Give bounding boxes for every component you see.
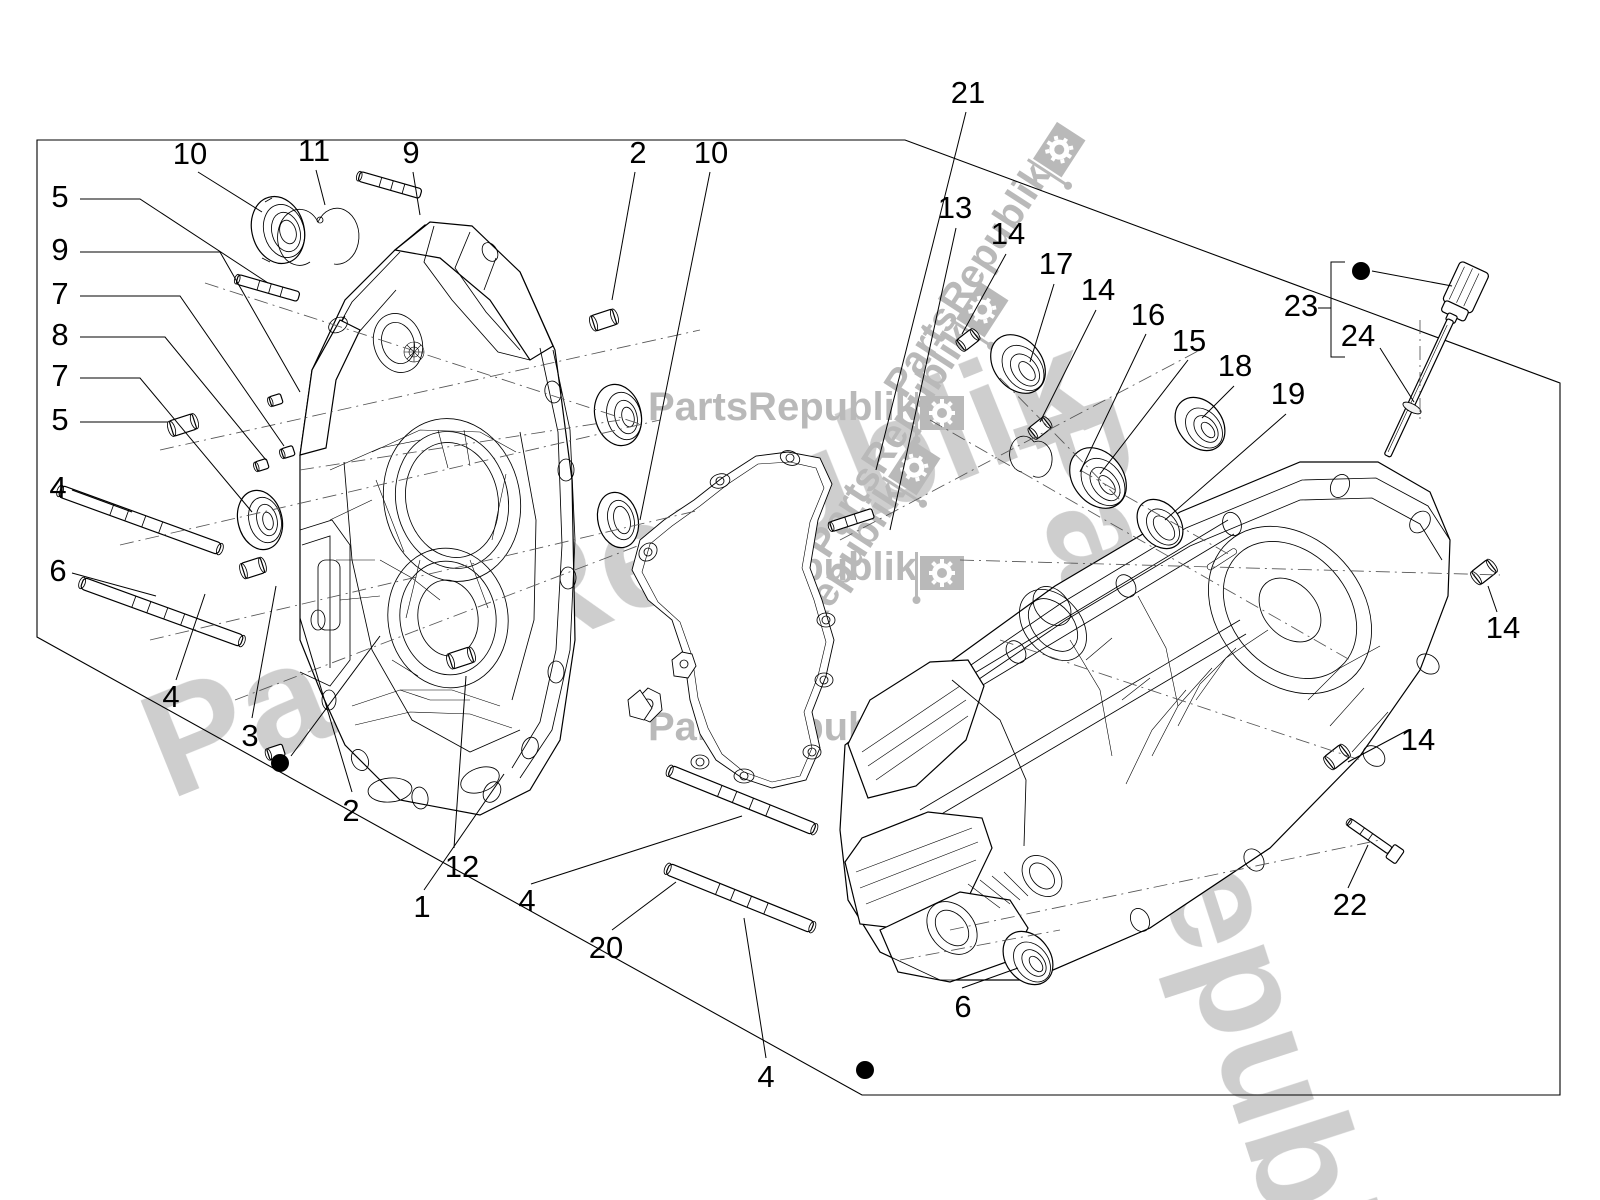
callout-9-b: 9	[51, 232, 68, 267]
callout-20: 20	[589, 930, 623, 965]
callout-14-b: 14	[1081, 272, 1115, 307]
callout-4-c: 4	[518, 883, 535, 918]
bearing-2-right	[593, 383, 643, 447]
leader-lines	[71, 111, 1498, 1059]
callout-4-d: 4	[757, 1059, 774, 1094]
callout-2-upper: 2	[629, 135, 646, 170]
callout-3: 3	[241, 718, 258, 753]
oil-seal-19	[1136, 498, 1184, 550]
callout-21: 21	[951, 75, 985, 110]
screw-22	[1345, 818, 1405, 864]
callout-14-a: 14	[991, 216, 1025, 251]
callout-14-c: 14	[1486, 610, 1520, 645]
callout-7-b: 7	[51, 358, 68, 393]
callout-11: 11	[298, 133, 330, 168]
callout-15: 15	[1172, 323, 1206, 358]
callout-16: 16	[1131, 297, 1165, 332]
axis-lines	[119, 282, 1501, 961]
callout-24: 24	[1341, 318, 1375, 353]
o-ring-24	[1402, 401, 1422, 415]
callout-6-b: 6	[954, 989, 971, 1024]
callout-4-a: 4	[49, 470, 66, 505]
watermark-text: PartsRepublik	[648, 385, 918, 429]
callout-7-a: 7	[51, 276, 68, 311]
callout-10-right: 10	[694, 135, 728, 170]
callout-22: 22	[1333, 887, 1367, 922]
callout-12: 12	[445, 849, 479, 884]
callout-labels: 10 11 9 2 10 21 5 9 7 8 7 5 4 6 13 14 17…	[49, 75, 1520, 1094]
callout-18: 18	[1218, 348, 1252, 383]
crankcase-left-half	[299, 221, 577, 816]
callout-10-upper: 10	[173, 136, 207, 171]
callout-5-a: 5	[51, 179, 68, 214]
callout-5-b: 5	[51, 402, 68, 437]
callout-6-a: 6	[49, 553, 66, 588]
callout-1: 1	[413, 889, 430, 924]
reference-dot-23	[1352, 262, 1370, 280]
callout-8: 8	[51, 317, 68, 352]
callout-17: 17	[1039, 246, 1073, 281]
circlip-11	[277, 207, 360, 266]
bracket-23-24	[1330, 261, 1345, 358]
bearing-18	[1174, 396, 1226, 452]
callout-4-b: 4	[162, 679, 179, 714]
callout-23: 23	[1284, 288, 1318, 323]
callout-9-upper: 9	[402, 135, 419, 170]
gear-flag-icon	[912, 552, 964, 604]
callout-13: 13	[938, 190, 972, 225]
callout-14-d: 14	[1401, 722, 1435, 757]
bearing-6-bottom	[1002, 930, 1054, 986]
stud-bolts	[56, 170, 819, 934]
diagram-frame	[36, 139, 1561, 1096]
crankcase-right-half	[839, 461, 1451, 983]
reference-dot-bottom	[856, 1061, 874, 1079]
bearing-17	[990, 334, 1046, 394]
bearing-6-left	[236, 489, 284, 551]
bush-group	[167, 308, 1498, 771]
crankcase-gasket	[627, 450, 836, 789]
oil-seal-10	[596, 491, 640, 549]
callout-19: 19	[1271, 376, 1305, 411]
callout-2-b: 2	[342, 793, 359, 828]
watermark-row: PartsRepublik	[648, 385, 964, 444]
oil-dipstick-23	[1384, 261, 1489, 458]
reference-dot-left	[271, 754, 289, 772]
